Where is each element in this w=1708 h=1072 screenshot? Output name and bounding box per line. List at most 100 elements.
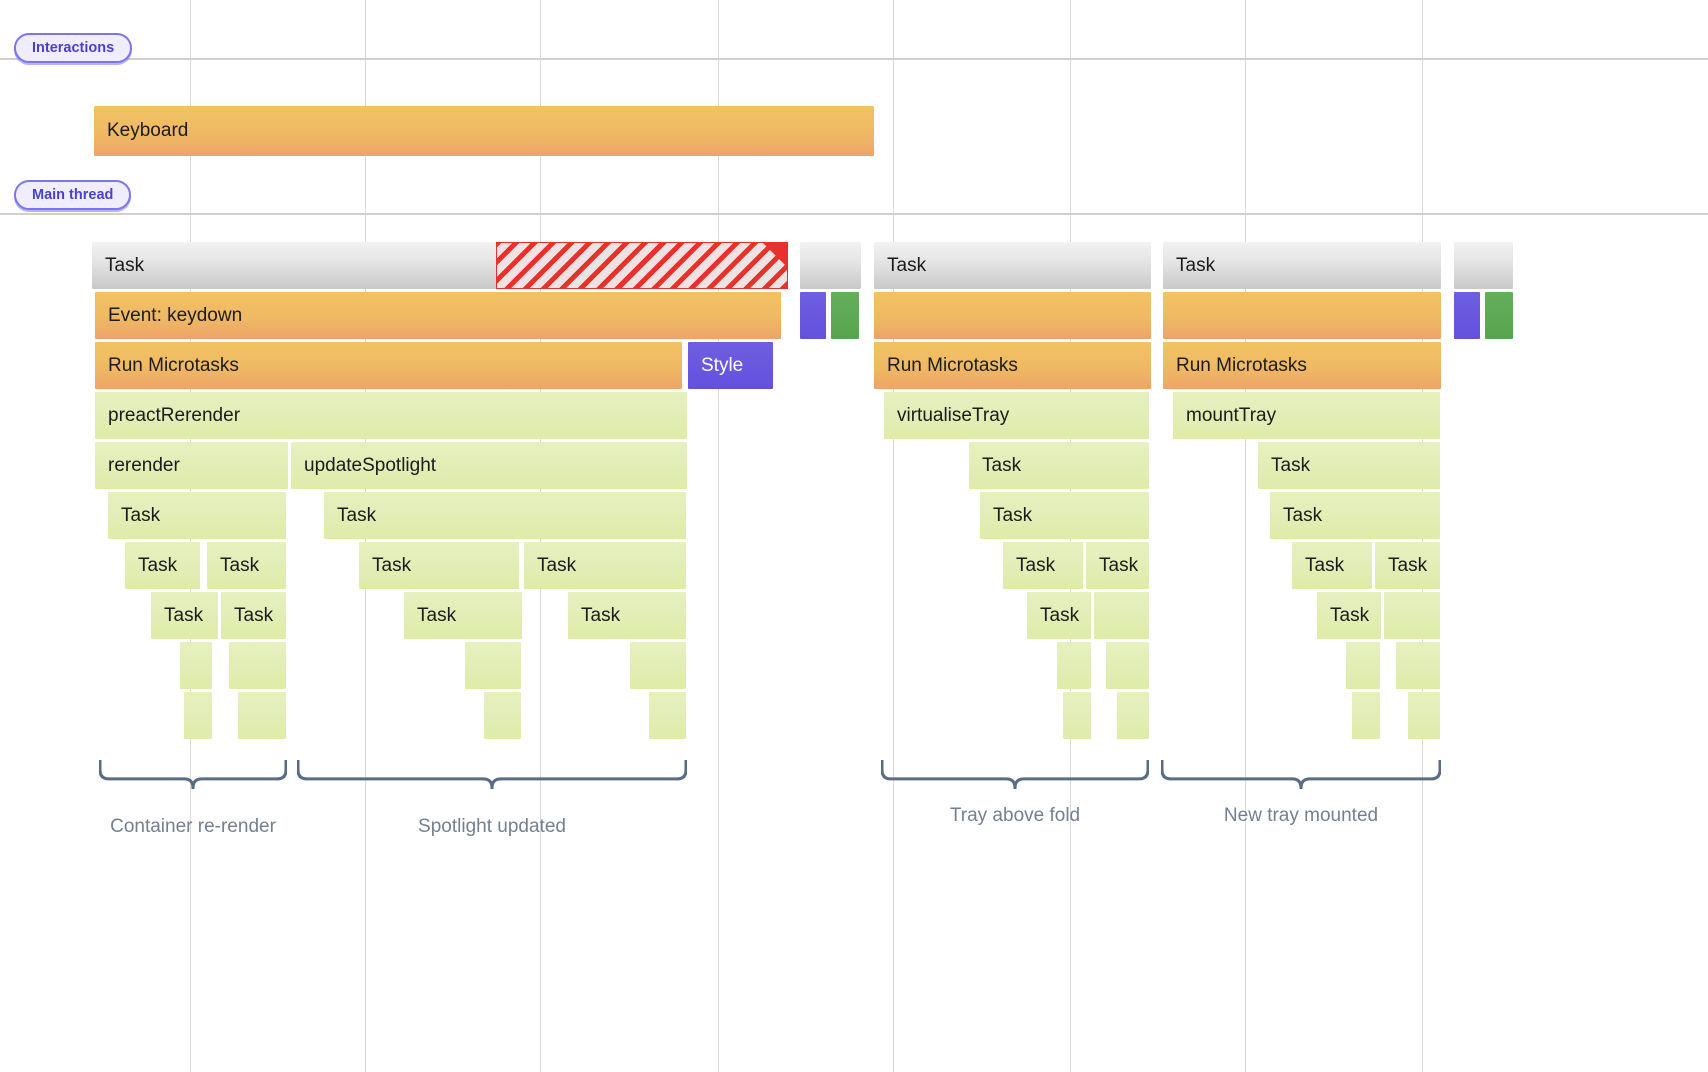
flame-bar-label: rerender — [108, 454, 180, 476]
flame-bar-mounttray-new-tray-mounted-3[interactable]: mountTray — [1173, 392, 1440, 439]
annotation-container-rerender-label: Container re-render — [110, 816, 276, 837]
flame-bar-label: Task — [982, 454, 1022, 476]
flame-bar-task-new-tray-mounted-4[interactable]: Task — [1258, 442, 1440, 489]
flame-bar-task-new-tray-mounted-6[interactable]: Task — [1292, 542, 1372, 589]
flame-bar-task-new-tray-mounted-8[interactable]: Task — [1317, 592, 1381, 639]
flame-bar-run-microtasks-left-2[interactable]: Run Microtasks — [95, 342, 682, 389]
track-pill-interactions-label: Interactions — [32, 40, 115, 56]
flame-bar-task-tray-above-fold-7[interactable]: Task — [1086, 542, 1149, 589]
flame-bar-run-microtasks-tray-above-fold-2[interactable]: Run Microtasks — [874, 342, 1151, 389]
annotation-container-rerender-brace — [98, 759, 288, 790]
flame-bar-label: Task — [372, 554, 412, 576]
flame-bar-block-left-trailing-0[interactable] — [800, 242, 861, 289]
flame-bar-block-left-trailing-2[interactable] — [831, 292, 859, 339]
flame-bar-label: Task — [993, 504, 1033, 526]
flame-bar-style-left-3[interactable]: Style — [688, 342, 773, 389]
flame-bar-block-right-trailing-0[interactable] — [1454, 242, 1513, 289]
annotation-spotlight-updated-label: Spotlight updated — [418, 816, 566, 837]
interaction-bar-keyboard[interactable]: Keyboard — [94, 106, 874, 156]
flame-bar-block-tray-above-fold-11[interactable] — [1106, 642, 1149, 689]
interaction-bar-label: Keyboard — [107, 120, 189, 141]
flame-bar-task-tray-above-fold-5[interactable]: Task — [980, 492, 1149, 539]
flame-bar-task-left-8[interactable]: Task — [324, 492, 686, 539]
flame-bar-label: Task — [1016, 554, 1056, 576]
flame-bar-block-tray-above-fold-12[interactable] — [1063, 692, 1091, 739]
annotation-new-tray-mounted-label: New tray mounted — [1223, 805, 1379, 826]
flame-bar-block-left-18[interactable] — [229, 642, 286, 689]
flame-bar-label: Task — [337, 504, 377, 526]
flame-bar-label: Task — [1040, 604, 1080, 626]
flame-bar-block-left-22[interactable] — [238, 692, 286, 739]
flame-bar-task-tray-above-fold-0[interactable]: Task — [874, 242, 1151, 289]
flame-bar-run-microtasks-new-tray-mounted-2[interactable]: Run Microtasks — [1163, 342, 1441, 389]
flame-bar-block-left-23[interactable] — [484, 692, 521, 739]
flame-bar-preactrerender-left-4[interactable]: preactRerender — [95, 392, 687, 439]
flame-bar-task-left-7[interactable]: Task — [108, 492, 286, 539]
track-separator-1 — [0, 213, 1708, 215]
flame-bar-label: Task — [234, 604, 274, 626]
flame-bar-block-left-20[interactable] — [630, 642, 686, 689]
flame-bar-block-left-trailing-1[interactable] — [800, 292, 826, 339]
flame-bar-task-left-10[interactable]: Task — [207, 542, 286, 589]
flame-bar-task-new-tray-mounted-5[interactable]: Task — [1270, 492, 1440, 539]
flame-bar-label: virtualiseTray — [897, 404, 1010, 426]
flame-bar-block-left-19[interactable] — [465, 642, 521, 689]
flame-bar-label: Task — [1271, 454, 1311, 476]
flame-bar-task-left-11[interactable]: Task — [359, 542, 519, 589]
flame-bar-task-new-tray-mounted-0[interactable]: Task — [1163, 242, 1441, 289]
flame-bar-label: Run Microtasks — [1176, 354, 1307, 376]
flame-bar-label: Task — [1305, 554, 1345, 576]
flame-bar-label: Task — [537, 554, 577, 576]
flame-bar-block-right-trailing-1[interactable] — [1454, 292, 1480, 339]
long-task-warning-triangle-icon[interactable] — [762, 242, 788, 268]
flame-bar-task-tray-above-fold-4[interactable]: Task — [969, 442, 1149, 489]
annotation-tray-above-fold-brace — [880, 759, 1150, 790]
flame-bar-block-tray-above-fold-13[interactable] — [1117, 692, 1149, 739]
gridline-4 — [893, 0, 894, 1072]
long-task-hatch[interactable] — [496, 242, 788, 289]
flame-bar-task-left-13[interactable]: Task — [151, 592, 218, 639]
flame-bar-label: Task — [105, 254, 145, 276]
flame-bar-task-tray-above-fold-8[interactable]: Task — [1027, 592, 1091, 639]
flame-bar-block-left-17[interactable] — [180, 642, 212, 689]
gridline-6 — [1245, 0, 1246, 1072]
flame-bar-virtualisetray-tray-above-fold-3[interactable]: virtualiseTray — [884, 392, 1149, 439]
flame-bar-task-left-14[interactable]: Task — [221, 592, 286, 639]
flame-bar-event-keydown-left-1[interactable]: Event: keydown — [95, 292, 781, 339]
flame-bar-task-new-tray-mounted-7[interactable]: Task — [1375, 542, 1440, 589]
annotation-spotlight-updated-brace — [296, 759, 688, 790]
flame-bar-label: Task — [1176, 254, 1216, 276]
flame-bar-label: Task — [417, 604, 457, 626]
flame-bar-label: Task — [121, 504, 161, 526]
flame-bar-label: updateSpotlight — [304, 454, 437, 476]
flame-bar-block-new-tray-mounted-1[interactable] — [1163, 292, 1441, 339]
track-pill-main-thread[interactable]: Main thread — [14, 180, 132, 210]
flame-bar-block-new-tray-mounted-13[interactable] — [1408, 692, 1440, 739]
flame-bar-task-left-15[interactable]: Task — [404, 592, 522, 639]
flame-bar-block-tray-above-fold-9[interactable] — [1094, 592, 1149, 639]
flame-bar-block-tray-above-fold-10[interactable] — [1057, 642, 1091, 689]
flame-bar-label: Task — [220, 554, 260, 576]
flame-bar-label: Task — [887, 254, 927, 276]
flame-bar-block-new-tray-mounted-9[interactable] — [1384, 592, 1440, 639]
flame-bar-block-left-21[interactable] — [184, 692, 212, 739]
flame-bar-task-tray-above-fold-6[interactable]: Task — [1003, 542, 1083, 589]
flame-bar-label: Task — [138, 554, 178, 576]
flame-bar-block-tray-above-fold-1[interactable] — [874, 292, 1151, 339]
flame-bar-task-left-16[interactable]: Task — [568, 592, 686, 639]
flame-bar-rerender-left-5[interactable]: rerender — [95, 442, 288, 489]
flame-bar-label: Task — [164, 604, 204, 626]
flame-bar-block-left-24[interactable] — [649, 692, 686, 739]
flame-bar-block-new-tray-mounted-11[interactable] — [1396, 642, 1440, 689]
flame-bar-block-new-tray-mounted-12[interactable] — [1352, 692, 1380, 739]
track-pill-main-thread-label: Main thread — [32, 187, 114, 203]
track-pill-interactions[interactable]: Interactions — [14, 33, 133, 63]
flame-bar-label: mountTray — [1186, 404, 1277, 426]
flame-bar-block-right-trailing-2[interactable] — [1485, 292, 1513, 339]
flame-bar-label: Task — [1283, 504, 1323, 526]
flame-bar-task-left-12[interactable]: Task — [524, 542, 686, 589]
flame-bar-task-left-9[interactable]: Task — [125, 542, 200, 589]
flame-bar-updatespotlight-left-6[interactable]: updateSpotlight — [291, 442, 687, 489]
flame-bar-block-new-tray-mounted-10[interactable] — [1346, 642, 1380, 689]
